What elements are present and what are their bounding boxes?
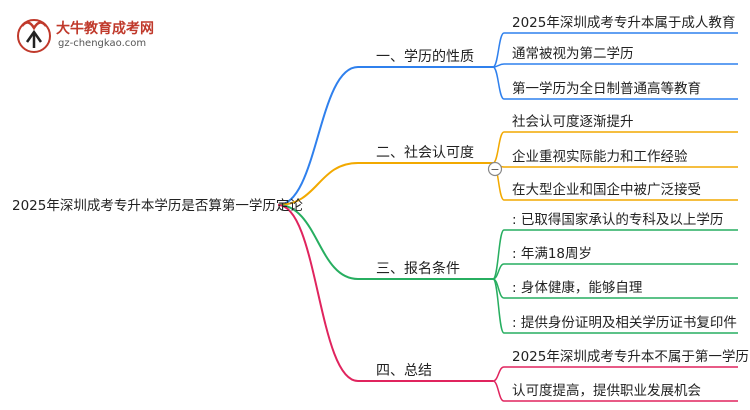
leaf-connector	[492, 229, 505, 280]
leaf-connector	[492, 66, 505, 100]
branch-label: 四、总结	[376, 363, 432, 379]
leaf-label: 企业重视实际能力和工作经验	[512, 148, 688, 165]
leaf-connector	[492, 278, 505, 334]
logo-url: gz-chengkao.com	[58, 38, 147, 49]
leaf-label: 2025年深圳成考专升本属于成人教育	[512, 15, 735, 31]
leaf-label: : 年满18周岁	[512, 246, 592, 262]
leaf-connector	[492, 366, 505, 382]
bull-logo-icon	[17, 19, 51, 53]
logo-title: 大牛教育成考网	[56, 21, 154, 37]
branch-label: 三、报名条件	[376, 260, 460, 277]
leaf-connector	[492, 380, 505, 402]
leaf-label: 第一学历为全日制普通高等教育	[512, 80, 701, 97]
root-node: 2025年深圳成考专升本学历是否算第一学历定论	[12, 197, 303, 214]
branch-label: 二、社会认可度	[376, 145, 474, 161]
leaf-label: 社会认可度逐渐提升	[512, 114, 634, 130]
leaf-label: 2025年深圳成考专升本不属于第一学历	[512, 348, 749, 365]
leaf-label: 认可度提高，提供职业发展机会	[512, 382, 701, 399]
leaf-label: 在大型企业和国企中被广泛接受	[512, 181, 701, 198]
leaf-label: 通常被视为第二学历	[512, 45, 634, 62]
branch-connector	[277, 204, 359, 382]
branch-label: 一、学历的性质	[376, 49, 474, 65]
leaf-connector	[492, 263, 505, 280]
collapse-toggle-button[interactable]: −	[487, 161, 503, 177]
leaf-connector	[492, 32, 505, 68]
site-logo: 大牛教育成考网 gz-chengkao.com	[14, 16, 174, 56]
leaf-label: : 已取得国家承认的专科及以上学历	[512, 211, 723, 228]
branch-connector	[277, 66, 359, 206]
leaf-label: : 提供身份证明及相关学历证书复印件	[512, 314, 737, 331]
branch-connector	[277, 162, 359, 206]
collapse-icon: −	[490, 163, 499, 176]
branch-connector	[277, 204, 359, 280]
leaf-connector	[492, 131, 505, 164]
leaf-label: : 身体健康，能够自理	[512, 279, 643, 296]
